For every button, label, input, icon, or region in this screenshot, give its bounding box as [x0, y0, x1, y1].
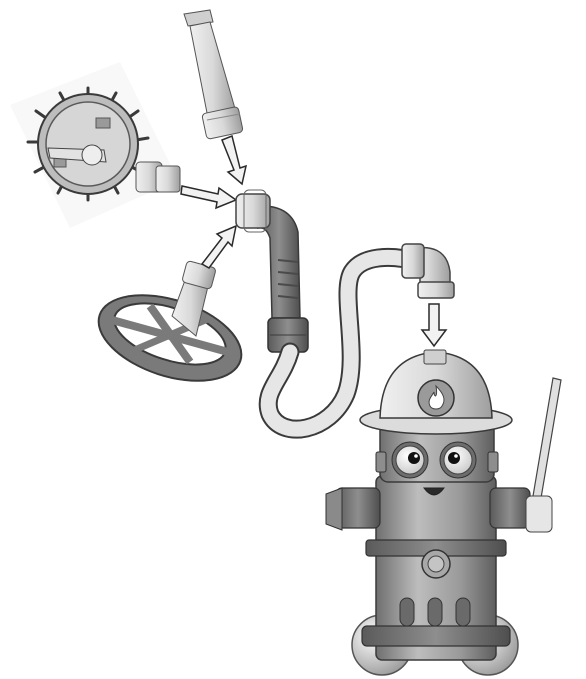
arrow-wheel-to-connector: [202, 226, 236, 268]
spray-nozzle-icon: [184, 10, 243, 139]
rotary-sprinkler-icon: [10, 62, 180, 228]
arrow-hose-to-hydrant: [422, 304, 446, 346]
wheel-icon: [88, 260, 252, 397]
pipe-elbow-icon: [236, 190, 308, 352]
arrow-sprinkler-to-connector: [181, 186, 236, 208]
fire-hydrant-icon: [326, 350, 561, 675]
arrow-nozzle-to-connector: [222, 136, 246, 184]
